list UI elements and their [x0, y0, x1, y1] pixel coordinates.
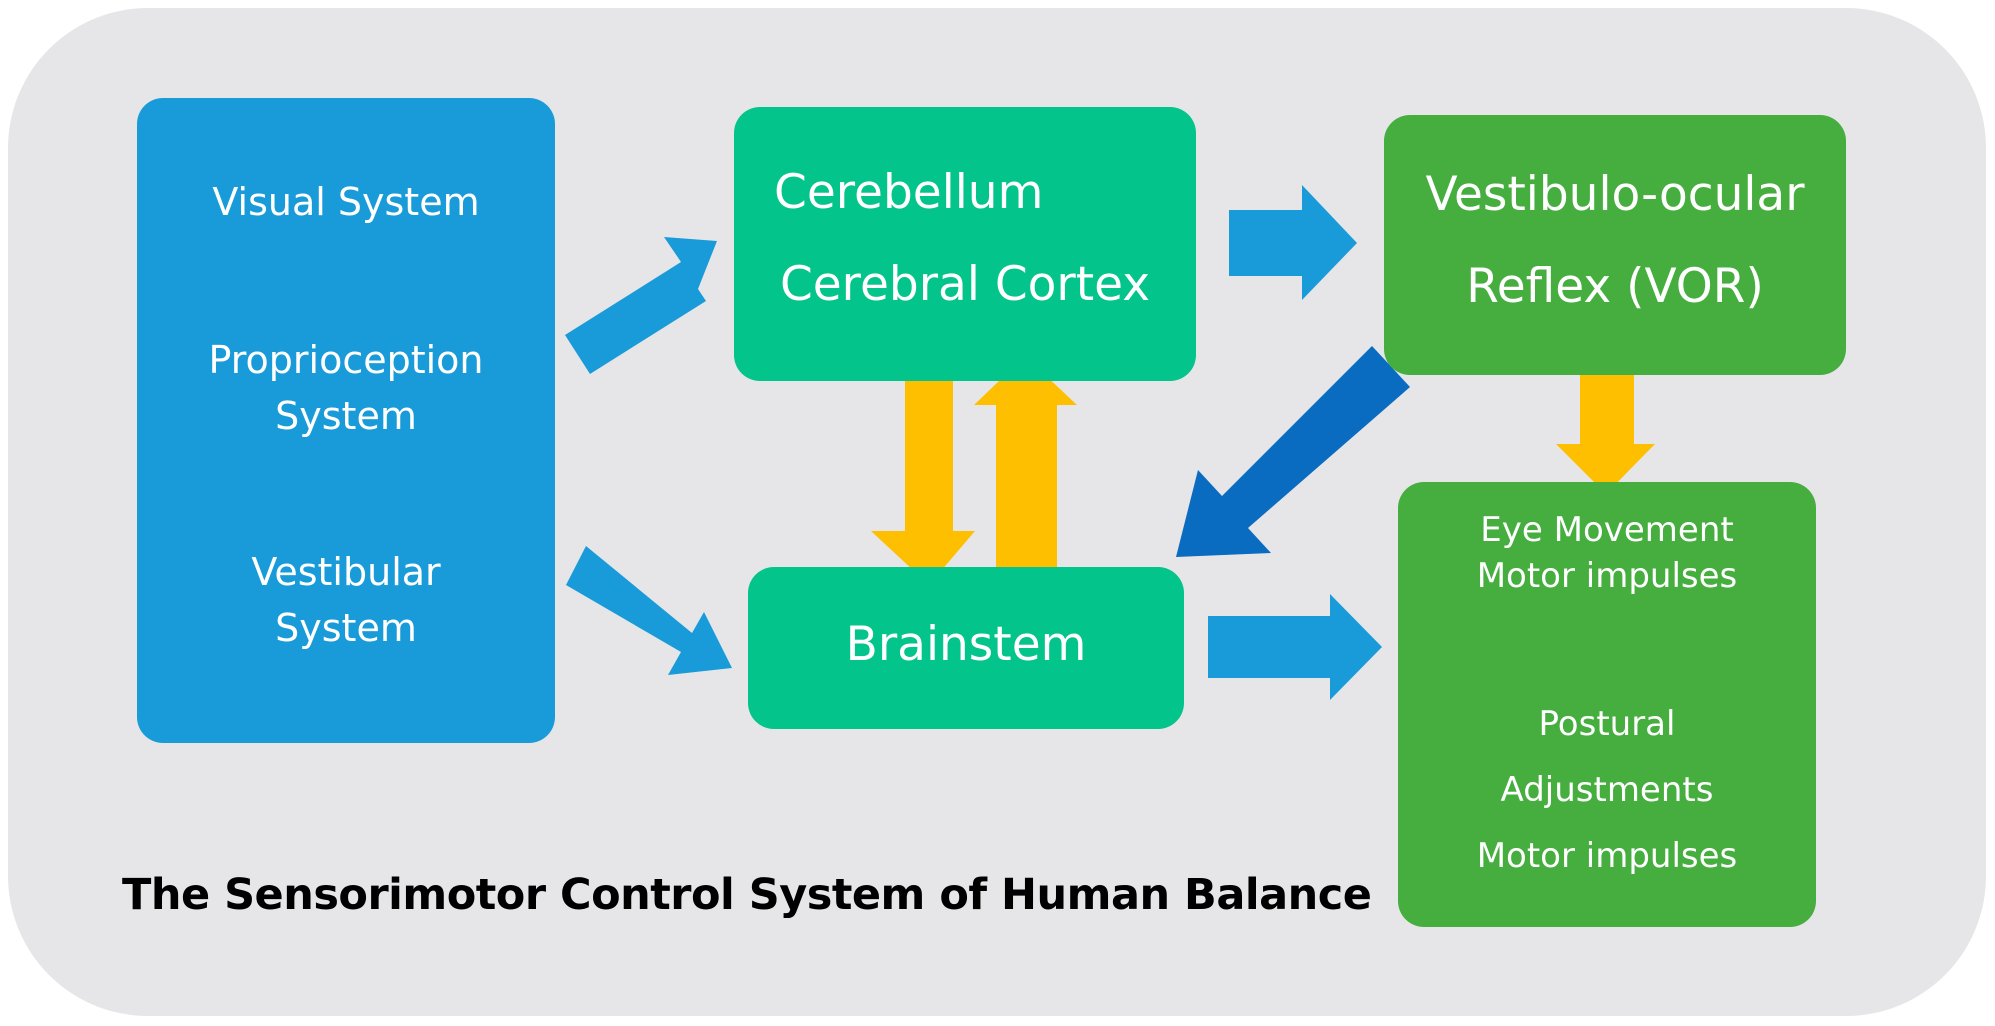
motor-outputs-box: Eye Movement Motor impulses Postural Adj…: [1398, 482, 1816, 927]
arrow-vor-to-outputs: [1556, 364, 1655, 494]
vestibular-label-line1: Vestibular: [251, 550, 441, 594]
eye-motor-impulses-label: Motor impulses: [1476, 556, 1738, 596]
vor-label-line2: Reflex (VOR): [1466, 259, 1764, 314]
arrow-cortex-to-brainstem: [871, 370, 975, 585]
arrow-brainstem-to-cortex: [974, 356, 1077, 582]
arrow-sensors-to-cortex: [565, 237, 717, 374]
postural-motor-impulses-label: Motor impulses: [1476, 836, 1738, 876]
cerebellum-label: Cerebellum: [774, 165, 1044, 220]
arrow-sensors-to-brainstem: [566, 546, 732, 675]
cerebral-cortex-label: Cerebral Cortex: [779, 257, 1151, 312]
proprioception-label-line2: System: [275, 394, 417, 438]
arrow-cortex-to-vor: [1229, 185, 1357, 300]
eye-movement-label: Eye Movement: [1480, 510, 1734, 550]
postural-label: Postural: [1538, 704, 1676, 744]
brainstem-label: Brainstem: [845, 617, 1087, 672]
proprioception-label-line1: Proprioception: [208, 338, 484, 382]
sensory-inputs-box: Visual System Proprioception System Vest…: [137, 98, 555, 743]
adjustments-label: Adjustments: [1500, 770, 1714, 810]
cerebellum-cortex-box: Cerebellum Cerebral Cortex: [734, 107, 1196, 381]
vor-box: Vestibulo-ocular Reflex (VOR): [1384, 115, 1846, 375]
vestibular-label-line2: System: [275, 606, 417, 650]
vor-label-line1: Vestibulo-ocular: [1425, 167, 1805, 222]
arrow-vor-to-brainstem: [1176, 346, 1410, 557]
diagram-title: The Sensorimotor Control System of Human…: [122, 870, 1372, 920]
arrow-brainstem-to-outputs: [1208, 594, 1382, 700]
visual-system-label: Visual System: [212, 180, 480, 224]
brainstem-box: Brainstem: [748, 567, 1184, 729]
